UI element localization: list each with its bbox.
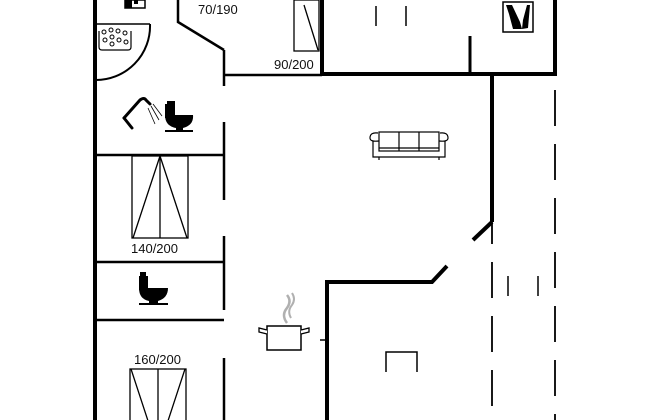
bed-label-140-200: 140/200 <box>131 241 178 256</box>
bed-label-90-200: 90/200 <box>274 57 314 72</box>
toilet-icon <box>165 101 194 132</box>
shower-icon <box>122 97 163 130</box>
sauna-icon <box>94 23 152 82</box>
table-icon <box>385 351 418 372</box>
bed-label-70-190: 70/190 <box>198 2 238 17</box>
washing-machine-icon <box>502 1 534 33</box>
single-bed-icon <box>293 0 320 52</box>
toilet-icon <box>139 272 168 305</box>
cooking-pot-icon <box>258 292 310 351</box>
sofa-icon <box>369 131 449 160</box>
walls <box>93 0 557 420</box>
double-bed-icon <box>129 368 187 420</box>
washbasin-icon <box>124 0 146 9</box>
double-bed-icon <box>131 155 189 239</box>
bed-label-160-200: 160/200 <box>134 352 181 367</box>
